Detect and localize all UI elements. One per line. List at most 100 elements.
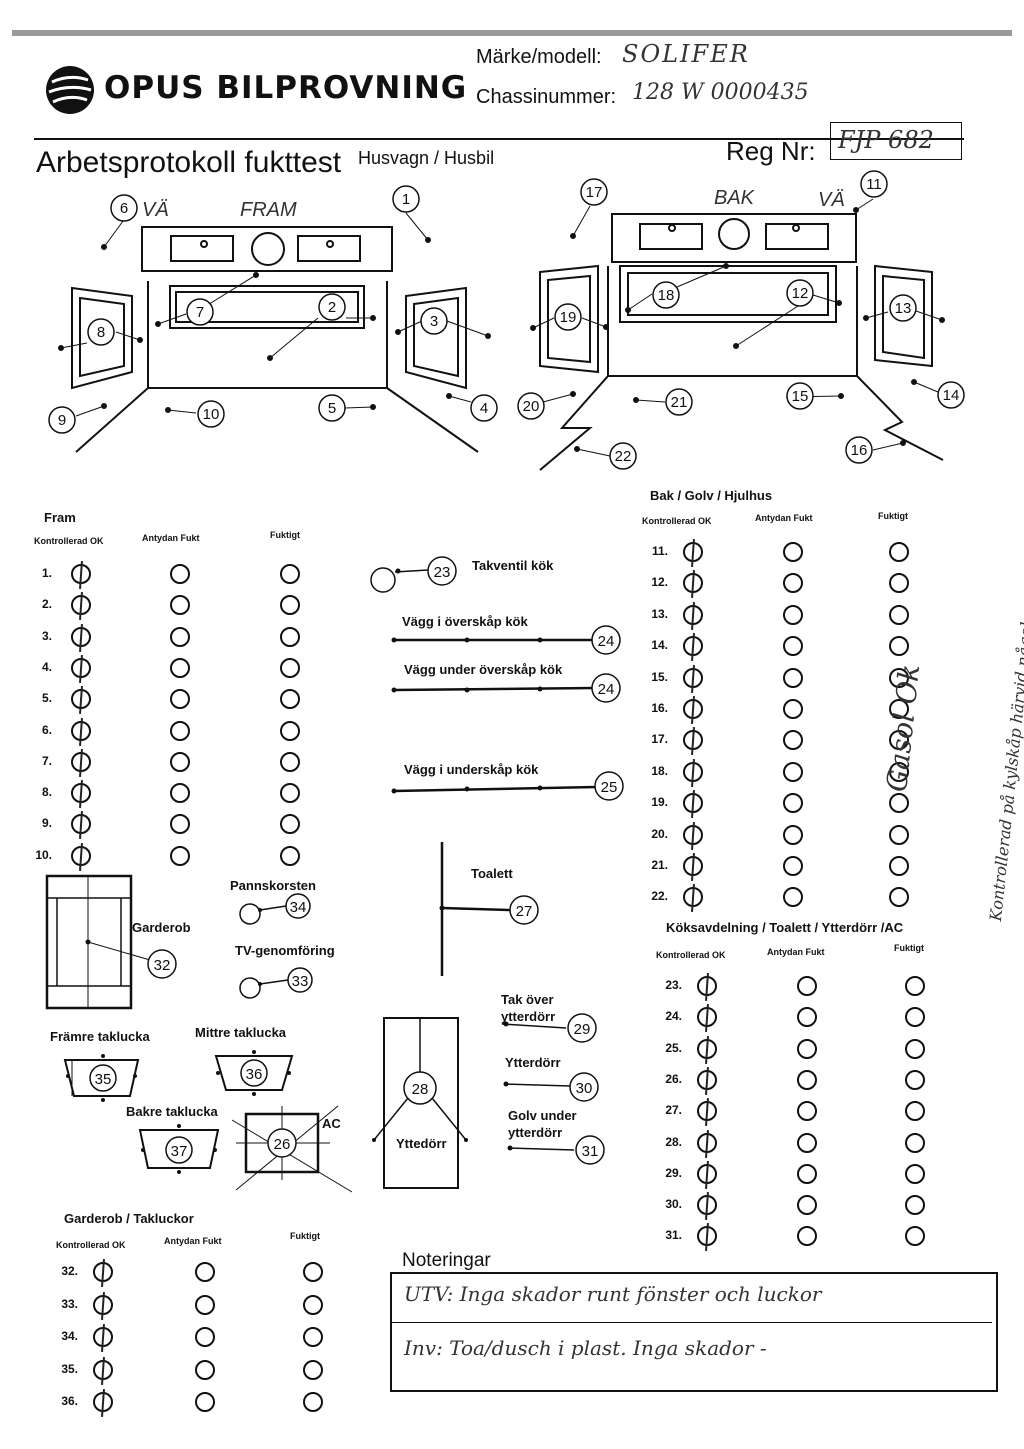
kok-hint-checkbox[interactable] <box>797 1132 817 1153</box>
fram-ok-checkbox[interactable] <box>71 845 91 866</box>
kok-wet-checkbox[interactable] <box>905 1195 925 1216</box>
bak-ok-checkbox[interactable] <box>683 730 703 751</box>
kok-hint-checkbox[interactable] <box>797 1038 817 1059</box>
kok-hint-checkbox[interactable] <box>797 1195 817 1216</box>
kok-wet-checkbox[interactable] <box>905 1038 925 1059</box>
bak-ok-checkbox[interactable] <box>683 636 703 657</box>
fram-ok-checkbox[interactable] <box>71 720 91 741</box>
fram-hint-checkbox[interactable] <box>170 783 190 804</box>
kok-wet-checkbox[interactable] <box>905 976 925 996</box>
kok-ok-checkbox[interactable] <box>697 1163 717 1184</box>
kok-ok-checkbox[interactable] <box>697 1195 717 1216</box>
kok-ok-checkbox[interactable] <box>697 1038 717 1059</box>
fram-hint-checkbox[interactable] <box>170 595 190 616</box>
bak-hint-checkbox[interactable] <box>783 856 803 876</box>
bak-hint-checkbox[interactable] <box>783 604 803 625</box>
fram-wet-checkbox[interactable] <box>280 814 300 835</box>
bak-wet-checkbox[interactable] <box>889 730 909 751</box>
bak-wet-checkbox[interactable] <box>889 542 909 562</box>
kok-hint-checkbox[interactable] <box>797 1226 817 1247</box>
kok-hint-checkbox[interactable] <box>797 976 817 996</box>
bak-wet-checkbox[interactable] <box>889 793 909 814</box>
fram-hint-checkbox[interactable] <box>170 657 190 678</box>
kok-hint-checkbox[interactable] <box>797 1069 817 1090</box>
fram-ok-checkbox[interactable] <box>71 626 91 647</box>
bak-wet-checkbox[interactable] <box>889 761 909 782</box>
bak-hint-checkbox[interactable] <box>783 542 803 562</box>
bak-hint-checkbox[interactable] <box>783 761 803 782</box>
bak-wet-checkbox[interactable] <box>889 856 909 876</box>
garderob-wet-checkbox[interactable] <box>303 1359 323 1380</box>
bak-ok-checkbox[interactable] <box>683 824 703 845</box>
fram-ok-checkbox[interactable] <box>71 751 91 772</box>
bak-ok-checkbox[interactable] <box>683 667 703 688</box>
garderob-wet-checkbox[interactable] <box>303 1392 323 1412</box>
fram-hint-checkbox[interactable] <box>170 689 190 710</box>
fram-ok-checkbox[interactable] <box>71 689 91 710</box>
kok-ok-checkbox[interactable] <box>697 1132 717 1153</box>
fram-wet-checkbox[interactable] <box>280 720 300 741</box>
bak-hint-checkbox[interactable] <box>783 573 803 594</box>
kok-ok-checkbox[interactable] <box>697 976 717 996</box>
garderob-ok-checkbox[interactable] <box>93 1392 113 1412</box>
kok-hint-checkbox[interactable] <box>797 1007 817 1028</box>
kok-wet-checkbox[interactable] <box>905 1226 925 1247</box>
fram-wet-checkbox[interactable] <box>280 657 300 678</box>
bak-ok-checkbox[interactable] <box>683 761 703 782</box>
bak-ok-checkbox[interactable] <box>683 793 703 814</box>
bak-ok-checkbox[interactable] <box>683 573 703 594</box>
fram-wet-checkbox[interactable] <box>280 845 300 866</box>
garderob-ok-checkbox[interactable] <box>93 1327 113 1347</box>
fram-wet-checkbox[interactable] <box>280 595 300 616</box>
bak-wet-checkbox[interactable] <box>889 604 909 625</box>
bak-hint-checkbox[interactable] <box>783 636 803 657</box>
fram-hint-checkbox[interactable] <box>170 720 190 741</box>
fram-wet-checkbox[interactable] <box>280 783 300 804</box>
kok-wet-checkbox[interactable] <box>905 1163 925 1184</box>
fram-ok-checkbox[interactable] <box>71 783 91 804</box>
bak-wet-checkbox[interactable] <box>889 573 909 594</box>
fram-ok-checkbox[interactable] <box>71 595 91 616</box>
garderob-hint-checkbox[interactable] <box>195 1327 215 1347</box>
fram-wet-checkbox[interactable] <box>280 689 300 710</box>
kok-ok-checkbox[interactable] <box>697 1007 717 1028</box>
kok-wet-checkbox[interactable] <box>905 1101 925 1122</box>
kok-wet-checkbox[interactable] <box>905 1007 925 1028</box>
garderob-hint-checkbox[interactable] <box>195 1359 215 1380</box>
garderob-wet-checkbox[interactable] <box>303 1327 323 1347</box>
bak-hint-checkbox[interactable] <box>783 824 803 845</box>
bak-hint-checkbox[interactable] <box>783 667 803 688</box>
bak-hint-checkbox[interactable] <box>783 699 803 719</box>
kok-wet-checkbox[interactable] <box>905 1132 925 1153</box>
garderob-ok-checkbox[interactable] <box>93 1359 113 1380</box>
kok-ok-checkbox[interactable] <box>697 1069 717 1090</box>
kok-wet-checkbox[interactable] <box>905 1069 925 1090</box>
garderob-hint-checkbox[interactable] <box>195 1392 215 1412</box>
kok-hint-checkbox[interactable] <box>797 1163 817 1184</box>
kok-ok-checkbox[interactable] <box>697 1101 717 1122</box>
bak-hint-checkbox[interactable] <box>783 730 803 751</box>
garderob-ok-checkbox[interactable] <box>93 1294 113 1315</box>
bak-ok-checkbox[interactable] <box>683 856 703 876</box>
bak-ok-checkbox[interactable] <box>683 887 703 908</box>
kok-hint-checkbox[interactable] <box>797 1101 817 1122</box>
garderob-hint-checkbox[interactable] <box>195 1262 215 1282</box>
bak-wet-checkbox[interactable] <box>889 636 909 657</box>
bak-wet-checkbox[interactable] <box>889 699 909 719</box>
fram-ok-checkbox[interactable] <box>71 814 91 835</box>
bak-wet-checkbox[interactable] <box>889 824 909 845</box>
bak-wet-checkbox[interactable] <box>889 887 909 908</box>
bak-hint-checkbox[interactable] <box>783 887 803 908</box>
bak-ok-checkbox[interactable] <box>683 542 703 562</box>
fram-wet-checkbox[interactable] <box>280 626 300 647</box>
fram-wet-checkbox[interactable] <box>280 564 300 584</box>
fram-wet-checkbox[interactable] <box>280 751 300 772</box>
fram-hint-checkbox[interactable] <box>170 564 190 584</box>
garderob-wet-checkbox[interactable] <box>303 1294 323 1315</box>
kok-ok-checkbox[interactable] <box>697 1226 717 1247</box>
fram-hint-checkbox[interactable] <box>170 845 190 866</box>
bak-wet-checkbox[interactable] <box>889 667 909 688</box>
bak-ok-checkbox[interactable] <box>683 604 703 625</box>
fram-ok-checkbox[interactable] <box>71 564 91 584</box>
fram-hint-checkbox[interactable] <box>170 814 190 835</box>
